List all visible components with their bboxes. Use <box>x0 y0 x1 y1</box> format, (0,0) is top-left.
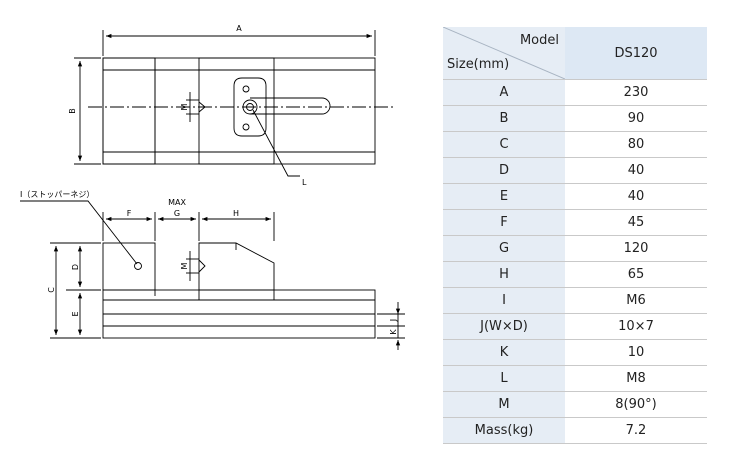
row-value: 40 <box>565 157 707 184</box>
row-value: M6 <box>565 287 707 314</box>
size-header-label: Size(mm) <box>447 57 510 72</box>
label-c: C <box>47 287 56 293</box>
row-label: D <box>443 157 565 184</box>
table-row: Mass(kg)7.2 <box>443 417 707 444</box>
movable-jaw-top <box>198 57 275 165</box>
row-value: 230 <box>565 79 707 106</box>
header-corner-cell: Model Size(mm) <box>443 27 565 80</box>
row-value: 80 <box>565 131 707 158</box>
row-value: 8(90°) <box>565 391 707 418</box>
side-view <box>20 200 405 350</box>
model-name-cell: DS120 <box>565 27 707 80</box>
row-label: G <box>443 235 565 262</box>
label-max: MAX <box>168 198 186 207</box>
row-value: 90 <box>565 105 707 132</box>
row-label: L <box>443 365 565 392</box>
row-value: 40 <box>565 183 707 210</box>
movable-jaw-side <box>198 242 275 300</box>
label-l: L <box>302 178 307 187</box>
label-k: K <box>389 329 398 335</box>
row-label: H <box>443 261 565 288</box>
stopper-screw-hole <box>134 262 142 270</box>
row-label: Mass(kg) <box>443 417 565 444</box>
spec-table-header: Model Size(mm) DS120 <box>443 27 707 80</box>
row-value: 65 <box>565 261 707 288</box>
row-value: M8 <box>565 365 707 392</box>
vise-technical-drawing: A B M L I（ストッパーネジ） MAX F G H C D E M J K <box>20 24 405 350</box>
row-label: B <box>443 105 565 132</box>
row-label: J(W×D) <box>443 313 565 340</box>
label-j: J <box>389 319 398 322</box>
top-view <box>74 30 395 177</box>
row-label: C <box>443 131 565 158</box>
row-label: I <box>443 287 565 314</box>
row-value: 45 <box>565 209 707 236</box>
row-value: 7.2 <box>565 417 707 444</box>
top-view-base-outline <box>102 57 376 165</box>
label-a: A <box>236 24 242 33</box>
fixed-jaw-top <box>102 57 156 165</box>
row-label: K <box>443 339 565 366</box>
label-g: G <box>174 209 180 218</box>
row-label: A <box>443 79 565 106</box>
row-label: F <box>443 209 565 236</box>
label-m-top: M <box>180 103 189 110</box>
row-value: 120 <box>565 235 707 262</box>
header-diagonal-line <box>443 27 565 79</box>
label-f: F <box>127 209 132 218</box>
slot-top <box>250 97 331 115</box>
label-m-side: M <box>180 262 189 269</box>
fixed-jaw-side <box>102 242 156 291</box>
row-value: 10 <box>565 339 707 366</box>
leader-l <box>252 109 300 177</box>
row-value: 10×7 <box>565 313 707 340</box>
label-d: D <box>71 264 80 270</box>
model-header-label: Model <box>519 33 559 48</box>
label-i-callout: I（ストッパーネジ） <box>20 190 94 199</box>
leader-i <box>20 200 138 265</box>
label-h: H <box>233 209 239 218</box>
row-label: E <box>443 183 565 210</box>
label-e: E <box>71 311 80 316</box>
label-b: B <box>68 108 77 114</box>
row-label: M <box>443 391 565 418</box>
table-row: J(W×D)10×7 <box>443 313 707 340</box>
